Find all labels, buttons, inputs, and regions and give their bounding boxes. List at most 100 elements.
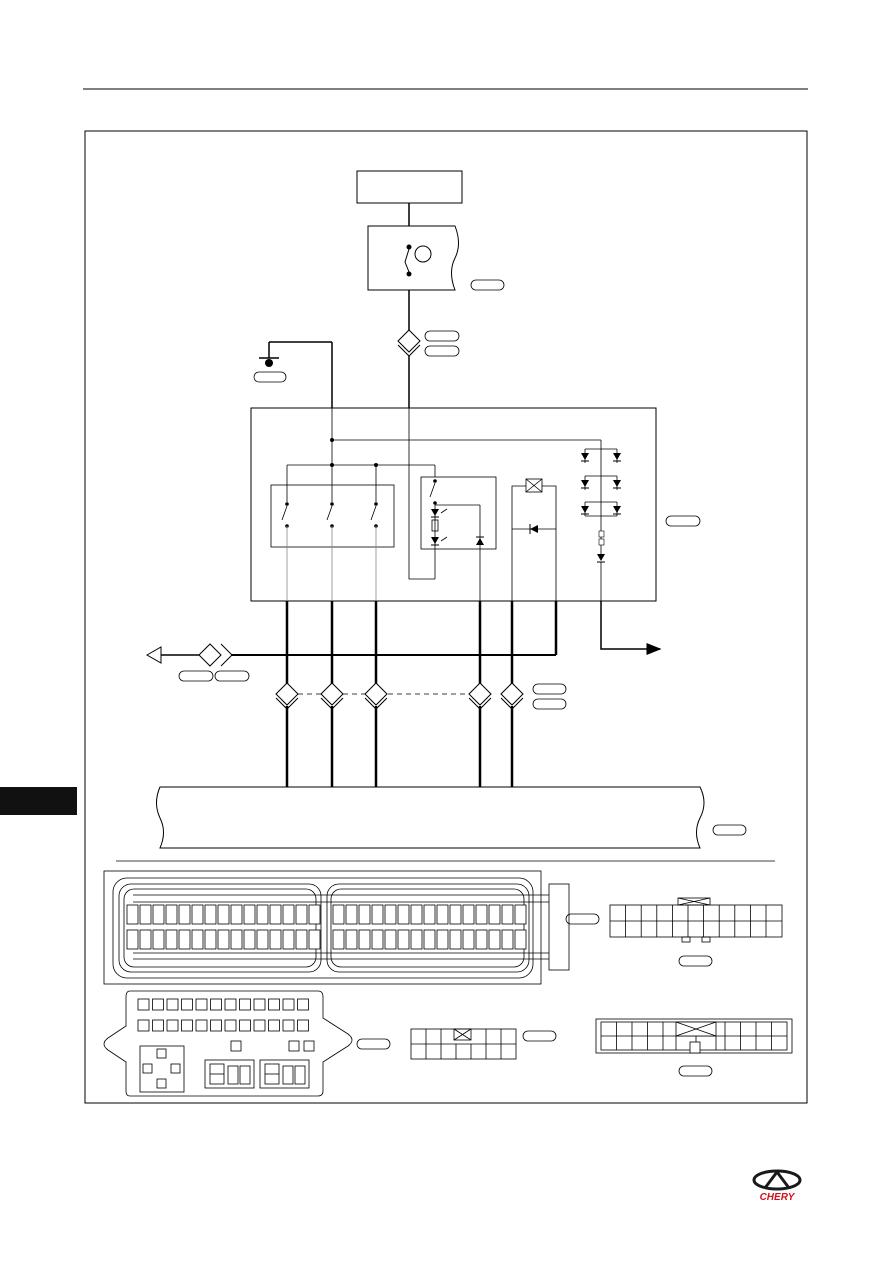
diode-icon xyxy=(529,524,538,534)
connector-pin xyxy=(181,998,193,1011)
connector-20pin xyxy=(609,897,783,943)
connector-pin xyxy=(152,1019,164,1032)
connector-pin xyxy=(514,904,527,925)
connector-pin xyxy=(152,929,165,950)
connector-pin xyxy=(152,904,165,925)
fuse-cross-icon xyxy=(525,478,543,493)
connector-pin xyxy=(371,929,384,950)
connector-pin xyxy=(282,904,295,925)
led-array xyxy=(581,448,621,563)
connector-pin xyxy=(195,998,208,1011)
connector-pin xyxy=(462,929,475,950)
connector-12pin xyxy=(410,1028,517,1060)
connector-pin xyxy=(345,929,358,950)
section-tab xyxy=(0,787,77,815)
connector-pin xyxy=(239,1019,251,1032)
connector-diamond-icon xyxy=(275,682,299,706)
switch-group xyxy=(270,484,395,548)
chery-logo-icon xyxy=(752,1169,802,1191)
connector-pin xyxy=(137,998,150,1011)
diagram-frame xyxy=(84,130,808,1104)
connector-pin xyxy=(282,998,295,1011)
connector-pin xyxy=(475,929,488,950)
connector-pin xyxy=(308,904,321,925)
connector-pin xyxy=(410,929,423,950)
label-pill xyxy=(470,279,505,291)
connector-diamond-icon xyxy=(500,682,524,706)
connector-pin xyxy=(501,929,514,950)
connector-pin xyxy=(269,904,282,925)
connector-pin xyxy=(332,929,345,950)
fuse-box xyxy=(367,225,459,291)
fuse-knob-icon xyxy=(414,245,432,263)
connector-pin xyxy=(230,929,243,950)
connector-pin xyxy=(239,998,251,1011)
connector-pin xyxy=(204,904,217,925)
connector-pin xyxy=(126,904,139,925)
harness-wires xyxy=(285,601,558,787)
connector-pin xyxy=(243,904,256,925)
connector-pin xyxy=(166,1019,179,1032)
top-component-box xyxy=(356,170,463,204)
connector-pin xyxy=(253,998,266,1011)
connector-pin xyxy=(423,929,436,950)
brand-logo-text: CHERY xyxy=(760,1192,796,1203)
indicator-subbox xyxy=(420,476,497,601)
connector-pin xyxy=(204,929,217,950)
connector-pin xyxy=(371,904,384,925)
connector-24pin xyxy=(595,1018,793,1054)
led-diode-icon xyxy=(431,536,448,546)
connector-pin xyxy=(514,929,527,950)
connector-pin xyxy=(243,929,256,950)
connector-pin xyxy=(224,998,237,1011)
ecu-body xyxy=(156,786,705,849)
connector-pin xyxy=(297,998,309,1011)
connector-diamond-icon xyxy=(364,682,388,706)
connector-pin xyxy=(358,904,371,925)
switch-icon xyxy=(281,502,289,528)
switch-icon xyxy=(370,502,378,528)
connector-pin xyxy=(256,904,269,925)
connector-pin xyxy=(358,929,371,950)
connector-pin xyxy=(178,904,191,925)
connector-pin xyxy=(210,1019,222,1032)
connector-pin xyxy=(139,929,152,950)
connector-pin xyxy=(397,929,410,950)
connector-pin xyxy=(152,998,164,1011)
connector-pin xyxy=(475,904,488,925)
connector-pin xyxy=(449,904,462,925)
connector-pin xyxy=(449,929,462,950)
connector-pin xyxy=(308,929,321,950)
connector-pin xyxy=(191,929,204,950)
switch-icon xyxy=(326,502,334,528)
connector-pin xyxy=(191,904,204,925)
led-diode-icon xyxy=(431,508,448,518)
connector-20pin-cells xyxy=(610,905,782,937)
diode-icon xyxy=(476,536,484,545)
connector-24pin-cells xyxy=(616,1022,772,1050)
connector-diamond-icon xyxy=(397,329,421,357)
fuse-block-pins xyxy=(137,998,309,1032)
connector-pin xyxy=(166,998,179,1011)
connector-pin xyxy=(295,904,308,925)
connector-pin xyxy=(165,904,178,925)
connector-pin xyxy=(126,929,139,950)
connector-pin xyxy=(137,1019,150,1032)
ecu-connector-face xyxy=(103,870,570,985)
connector-pin xyxy=(397,904,410,925)
ecu-connector-pins xyxy=(126,904,527,950)
connector-pin xyxy=(178,929,191,950)
connector-pin xyxy=(384,929,397,950)
connector-pin xyxy=(410,904,423,925)
connector-diamond-icon xyxy=(468,682,492,706)
connector-pin xyxy=(230,904,243,925)
fuse-block-connector xyxy=(103,990,353,1097)
connector-pin xyxy=(217,929,230,950)
connector-pin xyxy=(282,929,295,950)
connector-pin xyxy=(253,1019,266,1032)
connector-pin xyxy=(462,904,475,925)
connector-diamond-row xyxy=(275,682,524,710)
control-module-box xyxy=(250,407,657,602)
connector-pin xyxy=(282,1019,295,1032)
connector-pin xyxy=(217,904,230,925)
